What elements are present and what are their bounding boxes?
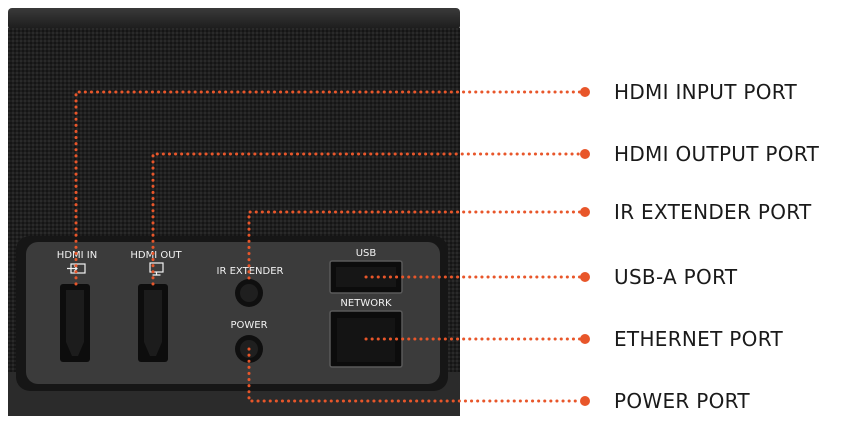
callout-label-ir-extender: IR EXTENDER PORT xyxy=(614,200,812,224)
hdmi-in-panel-label: HDMI IN xyxy=(57,250,97,261)
callout-dot-power xyxy=(580,396,590,406)
hdmi-out-port xyxy=(138,284,168,362)
usb-panel-label: USB xyxy=(356,248,377,259)
callout-dot-hdmi-input xyxy=(580,87,590,97)
callout-label-hdmi-output: HDMI OUTPUT PORT xyxy=(614,142,820,166)
ir-extender-jack xyxy=(235,279,263,307)
leader-line-ir-extender xyxy=(247,210,582,280)
callout-label-ethernet: ETHERNET PORT xyxy=(614,327,783,351)
callout-dot-usb-a xyxy=(580,272,590,282)
monitor-icon xyxy=(149,262,164,276)
network-panel-label: NETWORK xyxy=(340,298,392,309)
leader-line-hdmi-output xyxy=(151,152,582,286)
callout-dot-hdmi-output xyxy=(580,149,590,159)
hdmi-in-port xyxy=(60,284,90,362)
hdmi-out-panel-label: HDMI OUT xyxy=(130,250,182,261)
callout-dot-ir-extender xyxy=(580,207,590,217)
callout-label-power: POWER PORT xyxy=(614,389,750,413)
leader-line-power xyxy=(247,347,582,403)
callout-label-hdmi-input: HDMI INPUT PORT xyxy=(614,80,798,104)
power-panel-label: POWER xyxy=(230,320,267,331)
callout-dot-ethernet xyxy=(580,334,590,344)
callout-label-usb-a: USB-A PORT xyxy=(614,265,738,289)
